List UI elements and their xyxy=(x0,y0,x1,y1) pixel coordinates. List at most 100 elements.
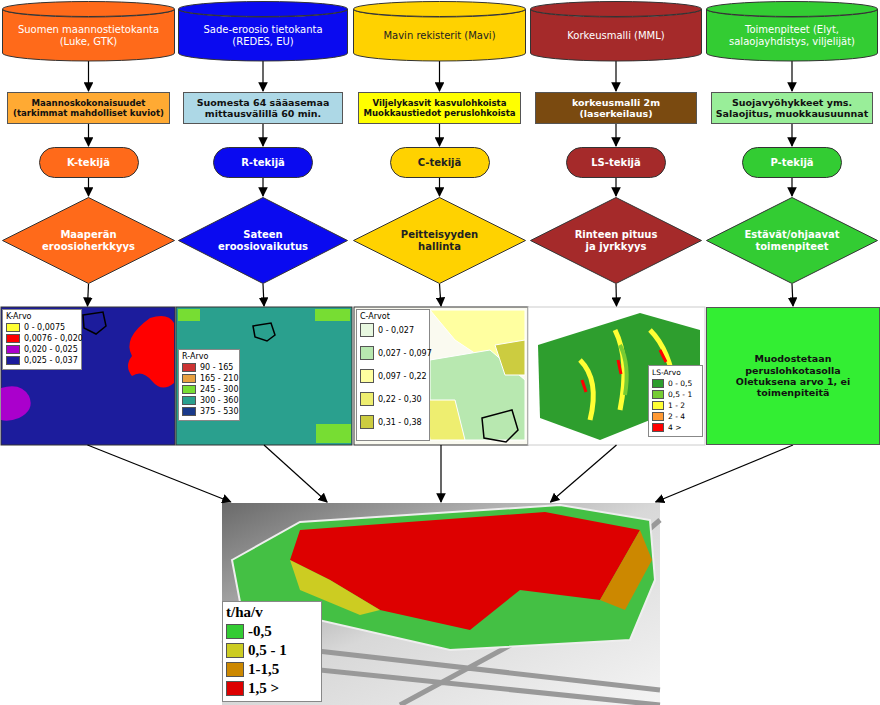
legend-item: 0,097 - 0,22 xyxy=(360,369,426,383)
connector-arrow xyxy=(88,445,231,502)
legend-swatch xyxy=(652,379,664,388)
ls-map xyxy=(528,307,705,445)
connector-arrow xyxy=(439,61,440,91)
box-label: K-tekijä xyxy=(67,157,110,169)
legend-swatch xyxy=(6,356,20,365)
legend-item: 1-1,5 xyxy=(226,661,318,678)
node-text-area: Sade-eroosio tietokanta (REDES, EU) xyxy=(184,18,342,53)
node-text-area: P-tekijä xyxy=(751,150,833,175)
database-label: Toimenpiteet (Elyt, salaojayhdistys, vil… xyxy=(712,24,872,48)
legend-text: 0,0076 - 0,020 xyxy=(24,334,83,343)
factor-diamond: Maaperän eroosioherkkyys xyxy=(2,197,175,284)
database-label: Suomen maannostietokanta (Luke, GTK) xyxy=(8,24,169,48)
legend-text: 0,31 - 0,38 xyxy=(378,418,422,427)
legend-text: 90 - 165 xyxy=(200,363,233,372)
legend-item: 0,5 - 1 xyxy=(226,642,318,659)
connector-arrow xyxy=(88,178,89,196)
legend-item: 1,5 > xyxy=(226,680,318,697)
legend-item: 0,22 - 0,30 xyxy=(360,392,426,406)
factor-diamond: Rinteen pituus ja jyrkkyys xyxy=(530,197,702,284)
legend-swatch xyxy=(6,323,20,332)
database-label: Sade-eroosio tietokanta (REDES, EU) xyxy=(184,24,342,48)
database-cylinder: Suomen maannostietokanta (Luke, GTK) xyxy=(2,1,175,61)
legend-item: 0,020 - 0,025 xyxy=(6,345,78,354)
legend-swatch xyxy=(652,390,664,399)
legend-text: 0 - 0,027 xyxy=(378,326,414,335)
c-map xyxy=(354,307,528,445)
legend-box: t/ha/v -0,5 0,5 - 1 1-1,5 1,5 > xyxy=(222,601,322,702)
legend-text: 375 - 530 xyxy=(200,407,239,416)
legend-item: 0,027 - 0,097 xyxy=(360,346,426,360)
diamond-label: Rinteen pituus ja jyrkkyys xyxy=(568,229,664,253)
erosion-terrain-image xyxy=(222,503,660,705)
connector-arrow xyxy=(615,61,616,91)
node-text-area: Viljelykasvit kasvulohkoista Muokkaustie… xyxy=(362,95,517,121)
node-text-area: Muodostetaan peruslohkotasolla Oletuksen… xyxy=(717,310,869,442)
database-cylinder: Mavin rekisterit (Mavi) xyxy=(353,1,526,61)
node-text-area: korkeusmalli 2m (laserkeilaus) xyxy=(539,95,693,121)
legend-text: 0,22 - 0,30 xyxy=(378,395,422,404)
legend-text: 4 > xyxy=(668,423,681,432)
database-label: Mavin rekisterit (Mavi) xyxy=(383,30,495,42)
node-text-area: Maannoskokonaisuudet (tarkimmat mahdolli… xyxy=(11,95,166,121)
k-map xyxy=(1,307,175,445)
box-label: Viljelykasvit kasvulohkoista Muokkaustie… xyxy=(362,98,517,119)
database-cylinder: Toimenpiteet (Elyt, salaojayhdistys, vil… xyxy=(706,1,878,61)
connector-arrow xyxy=(88,61,89,91)
connector-arrow xyxy=(791,124,792,146)
cylinder-top xyxy=(179,2,348,17)
diamond-label: Sateen eroosiovaikutus xyxy=(215,229,310,253)
node-text-area: Mavin rekisterit (Mavi) xyxy=(359,18,520,53)
legend-text: 0,5 - 1 xyxy=(668,390,692,399)
legend-box: K-Arvo0 - 0,00750,0076 - 0,0200,020 - 0,… xyxy=(2,309,82,370)
connector-arrow xyxy=(615,284,617,306)
legend-item: 4 > xyxy=(652,423,699,432)
connector-arrow xyxy=(792,284,793,306)
factor-diamond: Estävät/ohjaavat toimenpiteet xyxy=(706,197,878,284)
diamond-label: Peitteisyyden hallinta xyxy=(391,229,488,253)
legend-item: 0,025 - 0,037 xyxy=(6,356,78,365)
node-text-area: Rinteen pituus ja jyrkkyys xyxy=(568,220,664,262)
box-label: korkeusmalli 2m (laserkeilaus) xyxy=(539,97,693,120)
diamond-outline xyxy=(179,198,348,284)
legend-swatch xyxy=(226,643,244,658)
diamond-outline xyxy=(707,198,878,284)
legend-item: 2 - 4 xyxy=(652,412,699,421)
connector-arrow xyxy=(262,124,263,146)
factor-map-panel: LS-Arvo 0 - 0,5 0,5 - 1 1 - 2 2 - 4 4 > xyxy=(528,307,705,445)
connector-arrow xyxy=(656,445,793,502)
node-text-area: Estävät/ohjaavat toimenpiteet xyxy=(744,220,840,262)
legend-title: LS-Arvo xyxy=(652,368,699,377)
legend-item: 1 - 2 xyxy=(652,401,699,410)
legend-box: R-Arvo90 - 165165 - 210245 - 300300 - 36… xyxy=(178,349,240,421)
connector-arrow xyxy=(791,178,792,196)
legend-text: 2 - 4 xyxy=(668,412,685,421)
node-text-area: Korkeusmalli (MML) xyxy=(536,18,696,53)
legend-item: 0 - 0,5 xyxy=(652,379,699,388)
connector-arrow xyxy=(439,124,440,146)
legend-swatch xyxy=(6,334,20,343)
diamond-label: Estävät/ohjaavat toimenpiteet xyxy=(744,229,840,253)
legend-title: K-Arvo xyxy=(6,312,78,321)
box-label: P-tekijä xyxy=(770,157,813,169)
node-text-area: Suomesta 64 sääasemaa mittausvälillä 60 … xyxy=(187,95,339,121)
diamond-outline xyxy=(531,198,702,284)
measures-panel: Muodostetaan peruslohkotasolla Oletuksen… xyxy=(706,307,880,445)
legend-text: 0,025 - 0,037 xyxy=(24,356,78,365)
legend-swatch xyxy=(226,624,244,639)
diamond-label: Maaperän eroosioherkkyys xyxy=(40,229,137,253)
connector-arrow xyxy=(439,178,440,196)
cylinder-top xyxy=(531,2,702,17)
legend-title: t/ha/v xyxy=(226,604,318,621)
legend-swatch xyxy=(182,363,196,372)
database-cylinder: Sade-eroosio tietokanta (REDES, EU) xyxy=(178,1,348,61)
diamond-outline xyxy=(3,198,175,284)
legend-item: 375 - 530 xyxy=(182,407,236,416)
connector-arrow xyxy=(264,445,327,502)
legend-item: 90 - 165 xyxy=(182,363,236,372)
legend-item: -0,5 xyxy=(226,623,318,640)
box-label: Muodostetaan peruslohkotasolla Oletuksen… xyxy=(717,353,869,399)
legend-item: 0,0076 - 0,020 xyxy=(6,334,78,343)
legend-text: -0,5 xyxy=(248,623,272,640)
box-label: LS-tekijä xyxy=(591,157,641,169)
